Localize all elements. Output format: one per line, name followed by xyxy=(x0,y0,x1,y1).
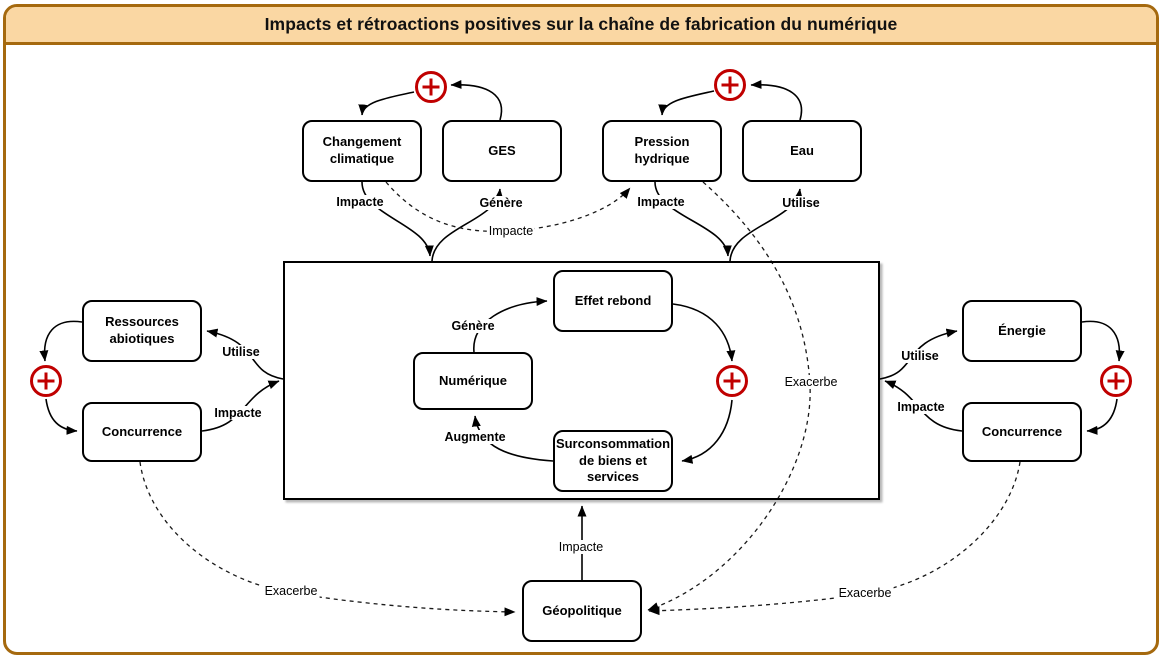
edge-label-exacerbe-pression: Exacerbe xyxy=(782,375,840,389)
chaine-numerique-container xyxy=(283,261,880,500)
plus-feedback-climat-icon xyxy=(415,71,447,103)
node-geopolitique: Géopolitique xyxy=(522,580,642,642)
node-effet-rebond: Effet rebond xyxy=(553,270,673,332)
node-surconsommation: Surconsommation de biens et services xyxy=(553,430,673,492)
title-bar: Impacts et rétroactions positives sur la… xyxy=(6,7,1156,45)
edge-label-exacerbe-droite: Exacerbe xyxy=(836,586,894,600)
edge-label-impacte-pression: Impacte xyxy=(635,195,687,209)
edge-label-impacte-climat: Impacte xyxy=(334,195,386,209)
node-changement-climatique: Changement climatique xyxy=(302,120,422,182)
node-ressources-abiotiques: Ressources abiotiques xyxy=(82,300,202,362)
node-pression-hydrique: Pression hydrique xyxy=(602,120,722,182)
edge-label-utilise-energie: Utilise xyxy=(899,349,941,363)
node-ges: GES xyxy=(442,120,562,182)
edge-label-utilise-ressources: Utilise xyxy=(220,345,262,359)
edge-label-augmente: Augmente xyxy=(442,430,508,444)
node-concurrence-droite: Concurrence xyxy=(962,402,1082,462)
node-eau: Eau xyxy=(742,120,862,182)
diagram-title: Impacts et rétroactions positives sur la… xyxy=(264,14,898,34)
plus-feedback-central-icon xyxy=(716,365,748,397)
plus-feedback-ressources-icon xyxy=(30,365,62,397)
node-concurrence-gauche: Concurrence xyxy=(82,402,202,462)
plus-feedback-energie-icon xyxy=(1100,365,1132,397)
node-numerique: Numérique xyxy=(413,352,533,410)
node-energie: Énergie xyxy=(962,300,1082,362)
edge-label-impacte-dashed: Impacte xyxy=(486,224,536,238)
edge-label-impacte-concurrence-g: Impacte xyxy=(212,406,264,420)
edge-label-genere-ges: Génère xyxy=(477,196,525,210)
edge-label-exacerbe-gauche: Exacerbe xyxy=(262,584,320,598)
edge-label-utilise-eau: Utilise xyxy=(780,196,822,210)
plus-feedback-eau-icon xyxy=(714,69,746,101)
edge-label-impacte-geopolitique: Impacte xyxy=(556,540,606,554)
edge-label-impacte-concurrence-d: Impacte xyxy=(895,400,947,414)
edge-label-genere-effet-rebond: Génère xyxy=(449,319,497,333)
